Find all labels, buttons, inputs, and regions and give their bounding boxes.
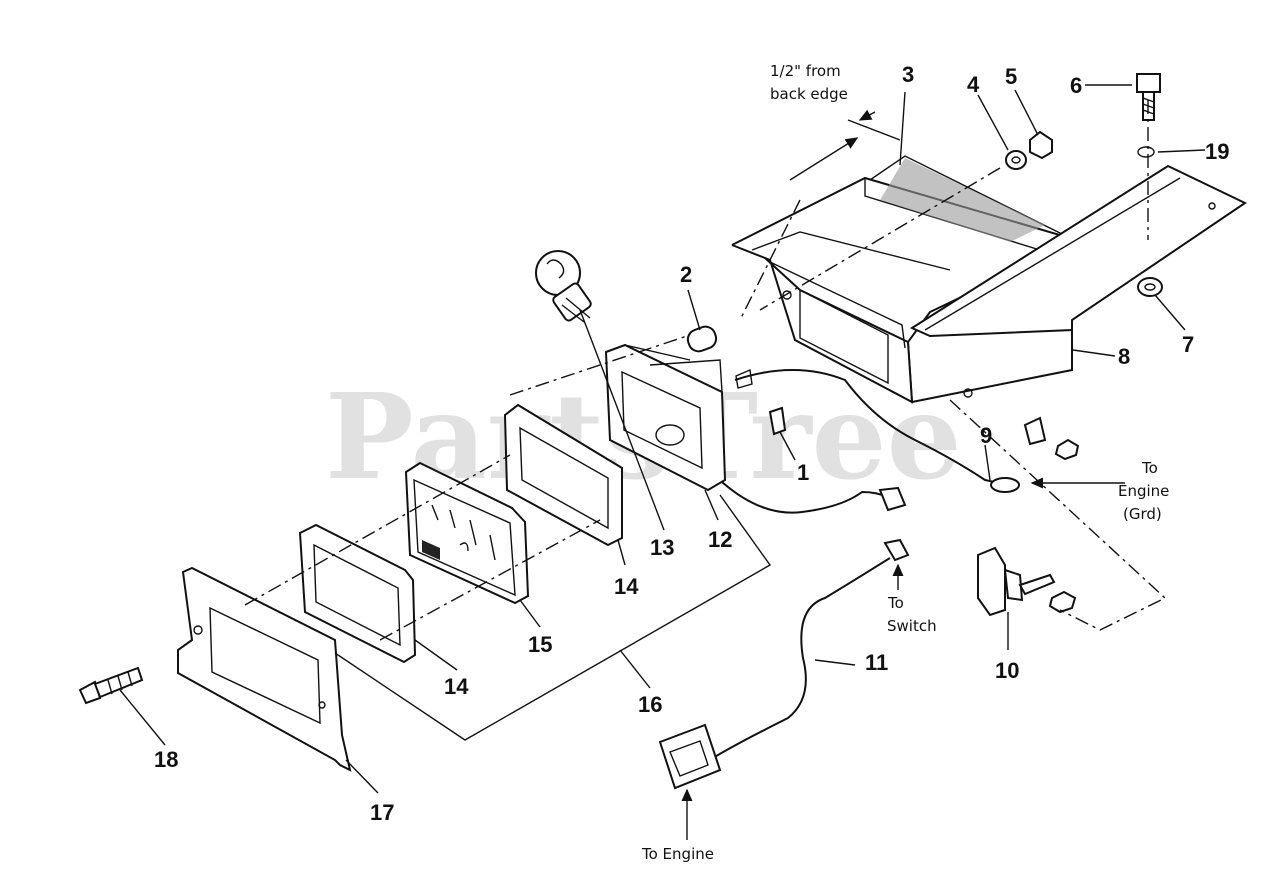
mounting-arm <box>909 164 1248 338</box>
sleeve <box>686 325 718 353</box>
callout-3: 3 <box>902 62 914 87</box>
note-engine-grd-3: (Grd) <box>1123 505 1162 523</box>
callout-14-front: 14 <box>444 674 469 699</box>
housing-bracket <box>731 155 1073 404</box>
callout-10: 10 <box>995 658 1019 683</box>
note-switch-1: To <box>887 594 904 612</box>
callout-12: 12 <box>708 527 732 552</box>
callout-13: 13 <box>650 535 674 560</box>
assembly-lines <box>244 100 1167 741</box>
note-edge-line2: back edge <box>770 85 848 103</box>
callout-6: 6 <box>1070 73 1082 98</box>
gasket-front <box>298 523 417 664</box>
callout-19: 19 <box>1205 139 1229 164</box>
lens <box>404 461 530 605</box>
lamp-frame <box>604 343 727 492</box>
note-engine-grd-1: To <box>1141 459 1158 477</box>
gasket-rear <box>503 403 623 547</box>
callout-11: 11 <box>865 650 888 675</box>
callout-1: 1 <box>797 460 809 485</box>
callout-4: 4 <box>967 72 980 97</box>
note-to-engine: To Engine <box>641 845 714 863</box>
hardware <box>1005 130 1163 461</box>
note-edge-line1: 1/2" from <box>770 62 841 80</box>
callout-14-rear: 14 <box>614 574 639 599</box>
callout-5: 5 <box>1005 64 1017 89</box>
callout-7: 7 <box>1182 332 1194 357</box>
wire-harness <box>658 368 1020 790</box>
callout-17: 17 <box>370 800 394 825</box>
bulb <box>535 250 592 323</box>
callout-2: 2 <box>680 262 692 287</box>
callout-16: 16 <box>638 692 662 717</box>
screw <box>78 666 144 705</box>
callouts: 1 2 3 4 5 6 7 8 9 10 11 12 13 14 14 15 1… <box>154 62 1229 825</box>
bezel <box>177 566 352 772</box>
note-engine-grd-2: Engine <box>1118 482 1169 500</box>
clip <box>768 406 787 436</box>
toggle-switch <box>977 546 1077 617</box>
notes: 1/2" from back edge To Engine (Grd) To S… <box>641 62 1169 863</box>
leader-lines <box>119 84 1206 840</box>
note-switch-2: Switch <box>887 617 937 635</box>
callout-15: 15 <box>528 632 552 657</box>
callout-9: 9 <box>980 423 992 448</box>
callout-18: 18 <box>154 747 178 772</box>
callout-8: 8 <box>1118 344 1130 369</box>
